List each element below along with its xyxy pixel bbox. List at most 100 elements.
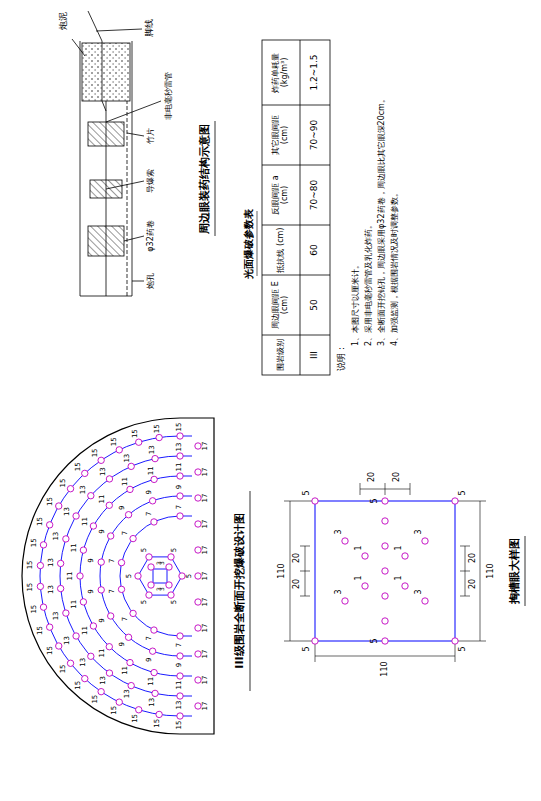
- dimension: 110: [381, 661, 390, 676]
- note-text: 2、采用非电毫秒雷管及乳化炸药。: [365, 221, 374, 346]
- delay-number: 5: [303, 646, 312, 651]
- dimension: 20: [293, 579, 302, 589]
- delay-number: 13: [149, 698, 157, 707]
- delay-number: 11: [176, 463, 184, 472]
- delay-number: 5: [371, 638, 380, 643]
- blast-hole: [108, 613, 114, 619]
- table-cell: 反眼间距 a (cm): [272, 166, 290, 224]
- delay-number: 15: [154, 424, 162, 433]
- part-label: 炮孔: [147, 273, 156, 289]
- blast-hole: [152, 455, 158, 461]
- delay-number: 9: [119, 642, 127, 646]
- blast-hole: [108, 533, 114, 539]
- blast-hole: [195, 547, 201, 553]
- delay-number: 15: [176, 423, 184, 432]
- blast-hole: [382, 638, 388, 644]
- blast-hole: [402, 583, 408, 589]
- blast-hole: [80, 599, 86, 605]
- dimension: 110: [278, 563, 287, 578]
- blast-hole: [149, 648, 155, 654]
- blast-hole: [106, 502, 112, 508]
- delay-number: 5: [459, 490, 468, 495]
- blast-hole: [168, 554, 174, 560]
- blast-hole: [152, 690, 158, 696]
- blast-hole: [177, 433, 183, 439]
- part-label: 非电毫秒雷管: [165, 72, 174, 120]
- delay-number: 3: [335, 529, 344, 534]
- blast-hole: [195, 677, 201, 683]
- blast-hole: [82, 675, 88, 681]
- blast-hole: [56, 643, 62, 649]
- delay-number: 5: [141, 600, 149, 604]
- delay-number: 15: [31, 605, 39, 614]
- blast-hole: [98, 457, 104, 463]
- delay-number: 15: [37, 517, 45, 526]
- delay-number: 11: [71, 600, 79, 609]
- delay-number: 3: [335, 589, 344, 594]
- blast-hole: [88, 493, 94, 499]
- blast-hole: [148, 564, 154, 570]
- blast-hole: [98, 688, 104, 694]
- blast-hole: [452, 638, 458, 644]
- blast-hole: [362, 583, 368, 589]
- blast-hole: [168, 592, 174, 598]
- blast-hole: [127, 659, 133, 665]
- delay-number: 17: [202, 624, 210, 633]
- delay-number: 15: [28, 583, 36, 592]
- blast-hole: [195, 521, 201, 527]
- dimension: 20: [368, 472, 377, 482]
- delay-number: 7: [109, 589, 117, 593]
- hole-ring: [60, 456, 192, 696]
- blast-hole: [195, 469, 201, 475]
- delay-number: 13: [80, 485, 88, 494]
- dimension: 20: [393, 472, 402, 482]
- delay-number: 11: [122, 666, 130, 675]
- delay-number: 7: [146, 636, 154, 640]
- delay-number: 1: [355, 575, 364, 580]
- delay-number: 5: [171, 600, 179, 604]
- blast-hole: [57, 585, 63, 591]
- blast-hole: [195, 443, 201, 449]
- blast-hole: [82, 470, 88, 476]
- blast-hole: [382, 498, 388, 504]
- delay-number: 15: [75, 681, 83, 690]
- blast-hole: [177, 473, 183, 479]
- delay-number: 7: [146, 512, 154, 516]
- delay-number: 5: [171, 548, 179, 552]
- blast-hole: [63, 536, 69, 542]
- delay-number: 11: [176, 681, 184, 690]
- delay-number: 17: [202, 468, 210, 477]
- blast-hole: [312, 638, 318, 644]
- delay-number: 5: [126, 574, 134, 578]
- note-text: 4、加强监测，根据围岩情况及时调整参数。: [391, 189, 400, 346]
- delay-number: 1: [355, 545, 364, 550]
- delay-number: 13: [64, 507, 72, 516]
- blast-hole: [98, 559, 104, 565]
- table-cell: 炸药单耗量 (kg/m³): [272, 41, 290, 104]
- delay-number: 17: [202, 442, 210, 451]
- blast-hole: [73, 513, 79, 519]
- delay-number: 5: [303, 490, 312, 495]
- delay-number: 9: [119, 506, 127, 510]
- delay-number: 17: [202, 598, 210, 607]
- dimension: 20: [469, 579, 478, 589]
- delay-number: 9: [99, 618, 107, 622]
- delay-number: 15: [112, 706, 120, 715]
- delay-number: 15: [60, 479, 68, 488]
- delay-number: 11: [67, 572, 75, 581]
- blast-hole: [146, 554, 152, 560]
- blast-hole: [118, 586, 124, 592]
- delay-number: 9: [99, 529, 107, 533]
- hole-ring: [40, 436, 192, 716]
- delay-number: 13: [64, 636, 72, 645]
- delay-number: 17: [202, 650, 210, 659]
- note-heading: 说明：: [337, 344, 347, 371]
- delay-number: 11: [82, 626, 90, 635]
- blast-hole: [195, 703, 201, 709]
- blast-hole: [63, 610, 69, 616]
- delay-number: 7: [109, 558, 117, 562]
- blast-hole: [40, 542, 46, 548]
- delay-number: 17: [202, 520, 210, 529]
- blast-hole: [177, 673, 183, 679]
- blast-hole: [195, 573, 201, 579]
